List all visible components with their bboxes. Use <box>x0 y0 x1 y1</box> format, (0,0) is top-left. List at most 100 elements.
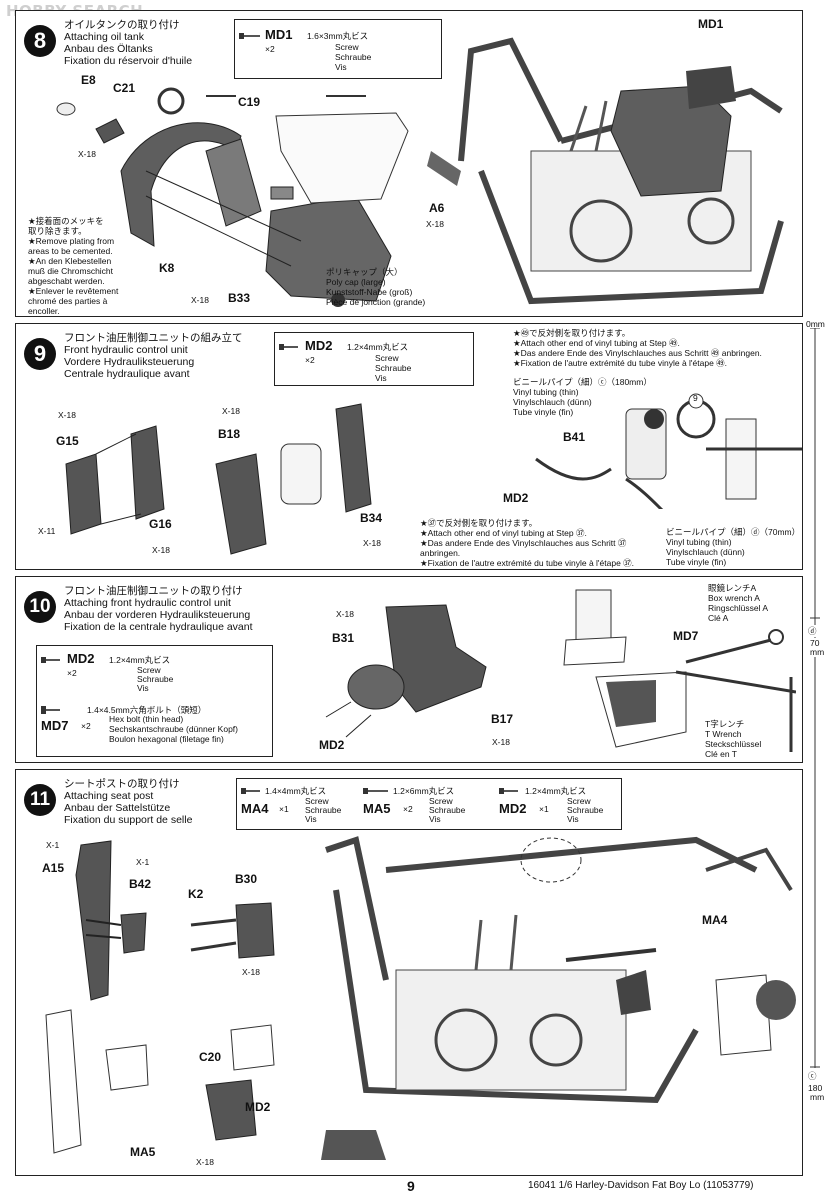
screw-qty: ×2 <box>403 804 413 814</box>
ruler-d-label: ⓓ <box>808 625 817 637</box>
step-title: フロント油圧制御ユニットの組み立て Front hydraulic contro… <box>64 332 243 380</box>
part-x1: X-1 <box>46 840 60 850</box>
part-x18: X-18 <box>78 149 96 159</box>
part-b17: B17 <box>491 712 514 726</box>
screw-icon <box>41 657 60 663</box>
part-a15: A15 <box>42 861 65 875</box>
screw-fr: Vis <box>335 62 347 72</box>
bolt-de: Sechskantschraube (dünner Kopf) <box>109 724 238 734</box>
part-x18: X-18 <box>336 609 354 619</box>
ruler-d-length: 70 <box>810 638 820 648</box>
part-g15: G15 <box>56 434 79 448</box>
tube-c-label: ビニールパイプ（細）ⓒ（180mm）Vinyl tubing (thin)Vin… <box>513 377 652 417</box>
screw-qty: ×1 <box>539 804 549 814</box>
screw-box: MD1 ×2 1.6×3mm丸ビス Screw Schraube Vis <box>234 19 442 79</box>
screw-size: 1.4×4mm丸ビス <box>265 786 327 796</box>
ruler-d-unit: mm <box>810 647 825 657</box>
screw-icon <box>279 344 298 350</box>
part-ma5: MA5 <box>130 1145 156 1159</box>
part-c19: C19 <box>238 95 261 109</box>
screw-en: Screw <box>567 796 591 806</box>
ruler-c-unit: mm <box>810 1092 825 1102</box>
part-k2: K2 <box>188 887 204 901</box>
screw-qty: ×2 <box>305 355 315 365</box>
part-x18: X-18 <box>242 967 260 977</box>
screw-de: Schraube <box>429 805 466 815</box>
part-md2: MD2 <box>503 491 529 505</box>
part-a6: A6 <box>429 201 445 215</box>
part-g16: G16 <box>149 517 172 531</box>
part-x1: X-1 <box>136 857 150 867</box>
part-k8: K8 <box>159 261 175 275</box>
bolt-en: Hex bolt (thin head) <box>109 714 184 724</box>
vinyl-tube-note-bottom: ★㊲で反対側を取り付けます。★Attach other end of vinyl… <box>420 518 635 568</box>
step-title: シートポストの取り付け Attaching seat post Anbau de… <box>64 778 193 826</box>
screw-de: Schraube <box>335 52 372 62</box>
step-title: オイルタンクの取り付け Attaching oil tank Anbau des… <box>64 19 193 67</box>
part-x11: X-11 <box>38 526 56 536</box>
hydraulic-parts-drawing <box>65 403 372 555</box>
screw-size: 1.2×4mm丸ビス <box>347 342 409 352</box>
screw-icon <box>239 33 260 39</box>
bolt-size: 1.4×4.5mm六角ボルト（頭短） <box>87 705 207 715</box>
part-b41: B41 <box>563 430 586 444</box>
part-b18: B18 <box>218 427 241 441</box>
part-md2: MD2 <box>245 1100 271 1114</box>
screw-size: 1.6×3mm丸ビス <box>307 31 369 41</box>
screw-box: 1.4×4mm丸ビス MA4 ×1 Screw Schraube Vis 1.2… <box>236 778 622 830</box>
tube-assembly-drawing <box>535 393 802 509</box>
bolt-qty: ×2 <box>81 721 91 731</box>
part-c20: C20 <box>199 1050 222 1064</box>
ruler-c-label: ⓒ <box>808 1070 817 1082</box>
part-e8: E8 <box>81 73 96 87</box>
step-11-panel: 11 シートポストの取り付け Attaching seat post Anbau… <box>15 769 803 1176</box>
screw-en: Screw <box>137 665 161 675</box>
oil-tank-drawing <box>56 87 409 307</box>
screw-qty: ×2 <box>67 668 77 678</box>
screw-de: Schraube <box>567 805 604 815</box>
part-b30: B30 <box>235 872 258 886</box>
polycap-note: ポリキャップ（大）Poly cap (large)Kunststoff-Nabe… <box>326 267 426 307</box>
screw-en: Screw <box>429 796 453 806</box>
part-x18: X-18 <box>222 406 240 416</box>
motorcycle-frame-drawing <box>321 836 796 1160</box>
step-10-panel: 10 フロント油圧制御ユニットの取り付け Attaching front hyd… <box>15 576 803 763</box>
screw-en: Screw <box>335 42 359 52</box>
screw-code: MD1 <box>265 27 293 42</box>
product-code: 16041 1/6 Harley-Davidson Fat Boy Lo (11… <box>528 1180 754 1191</box>
part-x18: X-18 <box>363 538 381 548</box>
screw-icon <box>363 788 388 794</box>
screw-icon <box>499 788 518 794</box>
hydraulic-mount-drawing <box>325 604 487 738</box>
screw-de: Schraube <box>305 805 342 815</box>
step-title: フロント油圧制御ユニットの取り付け Attaching front hydrau… <box>64 585 253 633</box>
step-number: 8 <box>24 25 56 57</box>
page-number: 9 <box>407 1178 415 1194</box>
part-x18: X-18 <box>492 737 510 747</box>
screw-en: Screw <box>305 796 329 806</box>
screw-qty: ×2 <box>265 44 275 54</box>
part-x18: X-18 <box>191 295 209 305</box>
bolt-fr: Boulon hexagonal (filetage fin) <box>109 734 224 744</box>
screw-box: MD2 ×2 1.2×4mm丸ビス Screw Schraube Vis <box>274 332 474 386</box>
part-b42: B42 <box>129 877 152 891</box>
part-x18: X-18 <box>196 1157 214 1167</box>
seat-post-parts-drawing <box>45 840 275 1154</box>
screw-qty: ×1 <box>279 804 289 814</box>
wrench-assembly-drawing <box>563 589 796 752</box>
part-md2: MD2 <box>319 738 345 752</box>
screw-fr: Vis <box>375 373 387 383</box>
screw-en: Screw <box>375 353 399 363</box>
part-ma4: MA4 <box>702 913 728 927</box>
screw-size: 1.2×6mm丸ビス <box>393 786 455 796</box>
screw-de: Schraube <box>137 674 174 684</box>
ruler-top-label: 0mm <box>806 319 825 329</box>
tube-d-label: ビニールパイプ（細）ⓓ（70mm）Vinyl tubing (thin)Viny… <box>666 527 801 567</box>
ruler-c-length: 180 <box>808 1083 823 1093</box>
screw-code: MD2 <box>67 651 95 666</box>
bolt-icon <box>41 706 60 714</box>
step-8-panel: 8 オイルタンクの取り付け Attaching oil tank Anbau d… <box>15 10 803 317</box>
